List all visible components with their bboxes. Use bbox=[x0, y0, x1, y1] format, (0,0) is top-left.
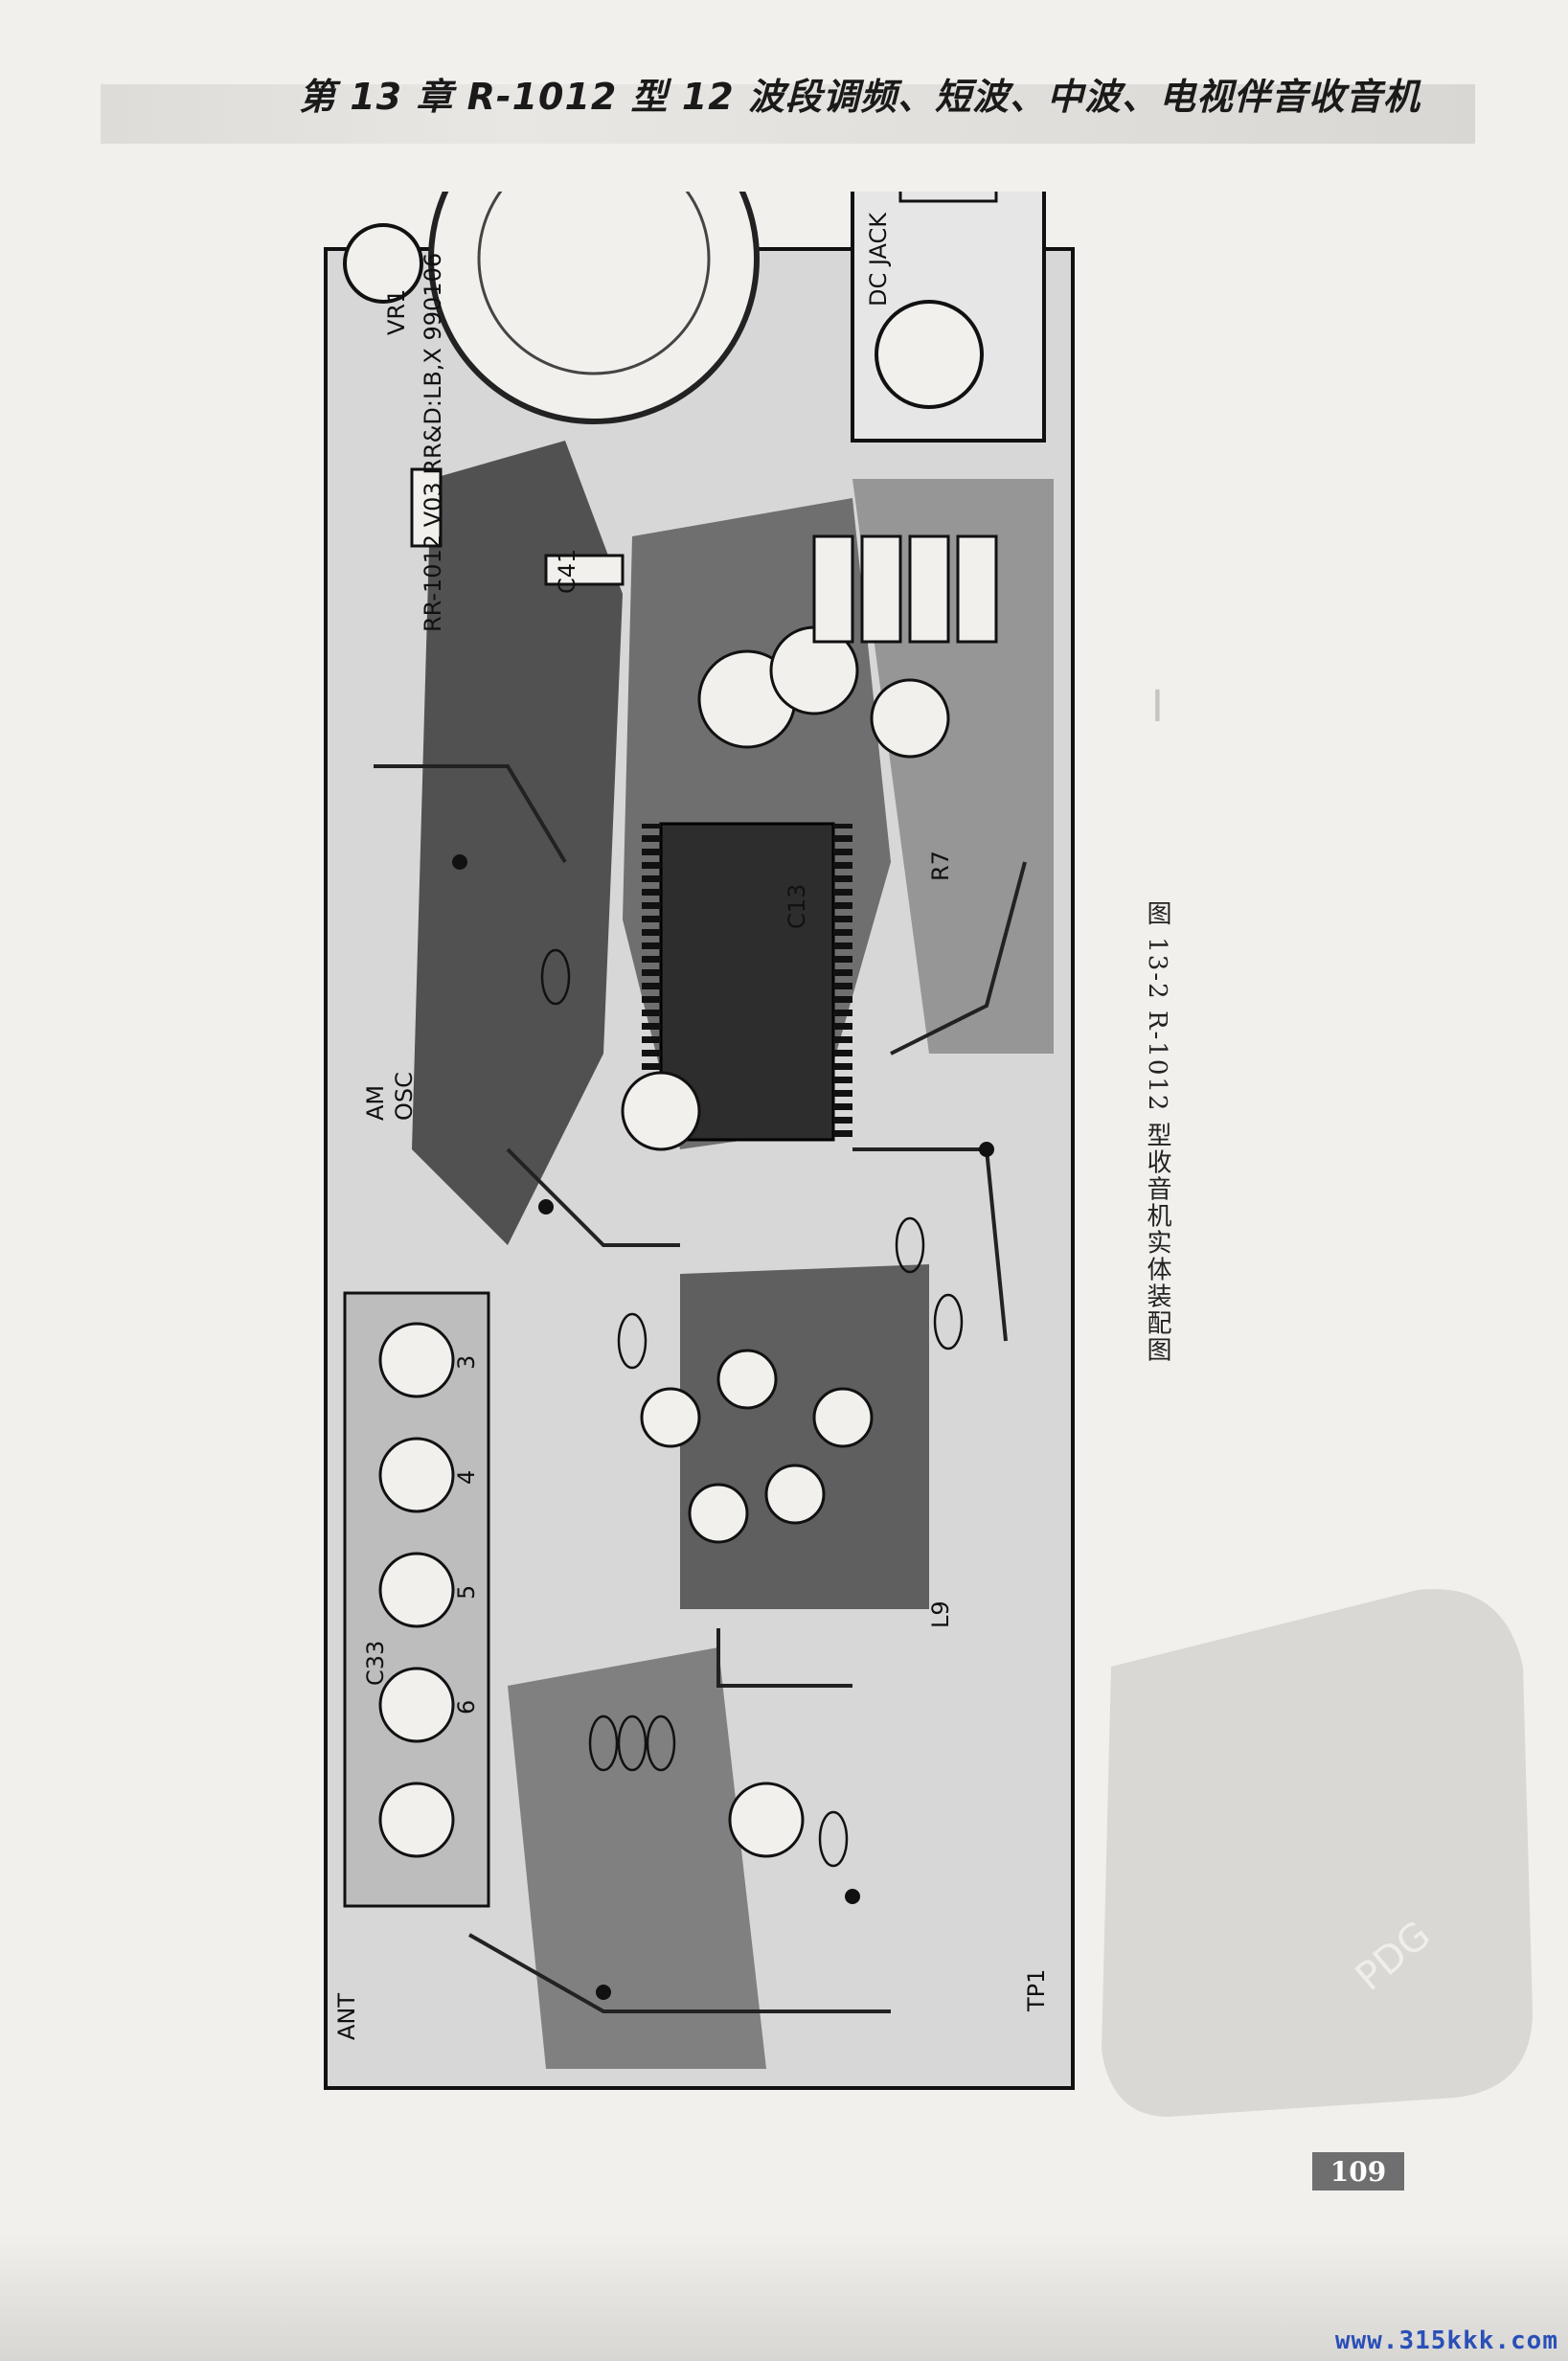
pcb-assembly-diagram: VR1 RR-1012 V03 RR&D:LB,X 990106 C41 DC … bbox=[316, 192, 1082, 2098]
page-number: 109 bbox=[1312, 2152, 1404, 2191]
label-r6: C13 bbox=[784, 884, 810, 929]
band-pos-5: 5 bbox=[453, 1585, 480, 1600]
ground-plane-4 bbox=[508, 1647, 766, 2069]
coil-3 bbox=[378, 1322, 455, 1398]
label-tp1: TP1 bbox=[1023, 1969, 1050, 2012]
band-pos-4: 4 bbox=[453, 1470, 480, 1485]
coil-6 bbox=[378, 1667, 455, 1743]
label-ant: ANT bbox=[333, 1993, 360, 2040]
chapter-title: 第 13 章 R-1012 型 12 波段调频、短波、中波、电视伴音收音机 bbox=[299, 76, 1420, 118]
coil-5 bbox=[378, 1552, 455, 1628]
label-board-id: RR-1012 V03 RR&D:LB,X 990106 bbox=[420, 253, 446, 632]
ground-plane-5 bbox=[852, 479, 1054, 1054]
library-stamp: PDG bbox=[1102, 1589, 1533, 2117]
label-am: AM bbox=[362, 1085, 389, 1121]
label-vr1: VR1 bbox=[383, 289, 410, 335]
header-band bbox=[101, 84, 1475, 144]
source-url: www.315kkk.com bbox=[1334, 2327, 1558, 2355]
band-pos-3: 3 bbox=[453, 1355, 480, 1370]
coil-4 bbox=[378, 1437, 455, 1513]
ground-plane-3 bbox=[680, 1264, 929, 1609]
label-sw: C33 bbox=[362, 1641, 389, 1686]
coil-7 bbox=[378, 1782, 455, 1858]
ground-plane-1 bbox=[412, 441, 623, 1245]
label-d3: L9 bbox=[927, 1600, 954, 1628]
pcb-svg: VR1 RR-1012 V03 RR&D:LB,X 990106 C41 DC … bbox=[324, 192, 1075, 2090]
stamp-text: PDG bbox=[1348, 1913, 1439, 1999]
bleed-through-text: ┃ bbox=[1149, 690, 1166, 721]
label-cf2: R7 bbox=[927, 851, 954, 881]
label-osc: OSC bbox=[391, 1072, 418, 1121]
band-pos-6: 6 bbox=[453, 1700, 480, 1714]
label-dc-jack: DC JACK bbox=[865, 212, 892, 306]
figure-caption: 图 13-2 R-1012 型收音机实体装配图 bbox=[1143, 900, 1171, 1364]
label-c41: C41 bbox=[554, 549, 580, 594]
page-bottom-shadow bbox=[0, 2232, 1568, 2361]
